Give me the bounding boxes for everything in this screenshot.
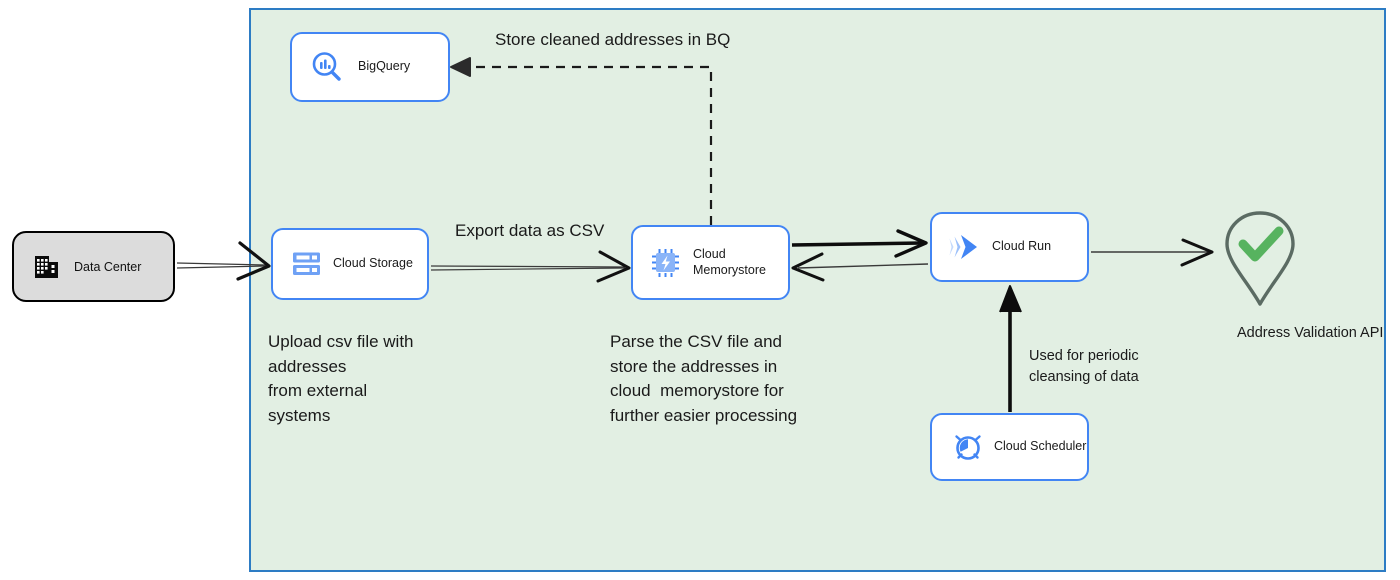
annotation-parse-csv-file: Parse the CSV file and store the address… — [610, 332, 798, 425]
node-cloud-memorystore-label: Cloud Memorystore — [693, 246, 766, 277]
annotation-export-data-as-csv: Export data as CSV — [455, 221, 605, 240]
node-bigquery[interactable]: BigQuery — [290, 32, 450, 102]
cloud-scheduler-icon — [946, 431, 990, 463]
node-data-center[interactable]: Data Center — [12, 231, 175, 302]
annotation-store-cleaned-addresses: Store cleaned addresses in BQ — [495, 30, 731, 49]
node-cloud-scheduler-label: Cloud Scheduler — [994, 439, 1087, 454]
node-cloud-memorystore[interactable]: Cloud Memorystore — [631, 225, 790, 300]
node-cloud-run[interactable]: Cloud Run — [930, 212, 1089, 282]
node-bigquery-label: BigQuery — [358, 59, 411, 74]
node-cloud-storage-label: Cloud Storage — [333, 256, 413, 271]
node-data-center-label: Data Center — [74, 259, 142, 274]
node-cloud-storage[interactable]: Cloud Storage — [271, 228, 429, 300]
cloud-memorystore-icon — [645, 248, 687, 278]
node-cloud-scheduler[interactable]: Cloud Scheduler — [930, 413, 1089, 481]
data-center-icon — [30, 254, 64, 280]
node-address-validation-api-label: Address Validation API — [1237, 325, 1384, 341]
annotation-upload-csv-file: Upload csv file with addresses from exte… — [268, 332, 414, 425]
gcp-project-boundary-panel — [249, 8, 1386, 572]
cloud-storage-icon — [287, 251, 327, 277]
map-pin-check-icon — [1219, 209, 1301, 309]
cloud-run-icon — [942, 232, 990, 262]
node-cloud-run-label: Cloud Run — [992, 239, 1052, 254]
annotation-periodic-cleansing: Used for periodic cleansing of data — [1029, 348, 1139, 385]
bigquery-icon — [304, 50, 350, 84]
